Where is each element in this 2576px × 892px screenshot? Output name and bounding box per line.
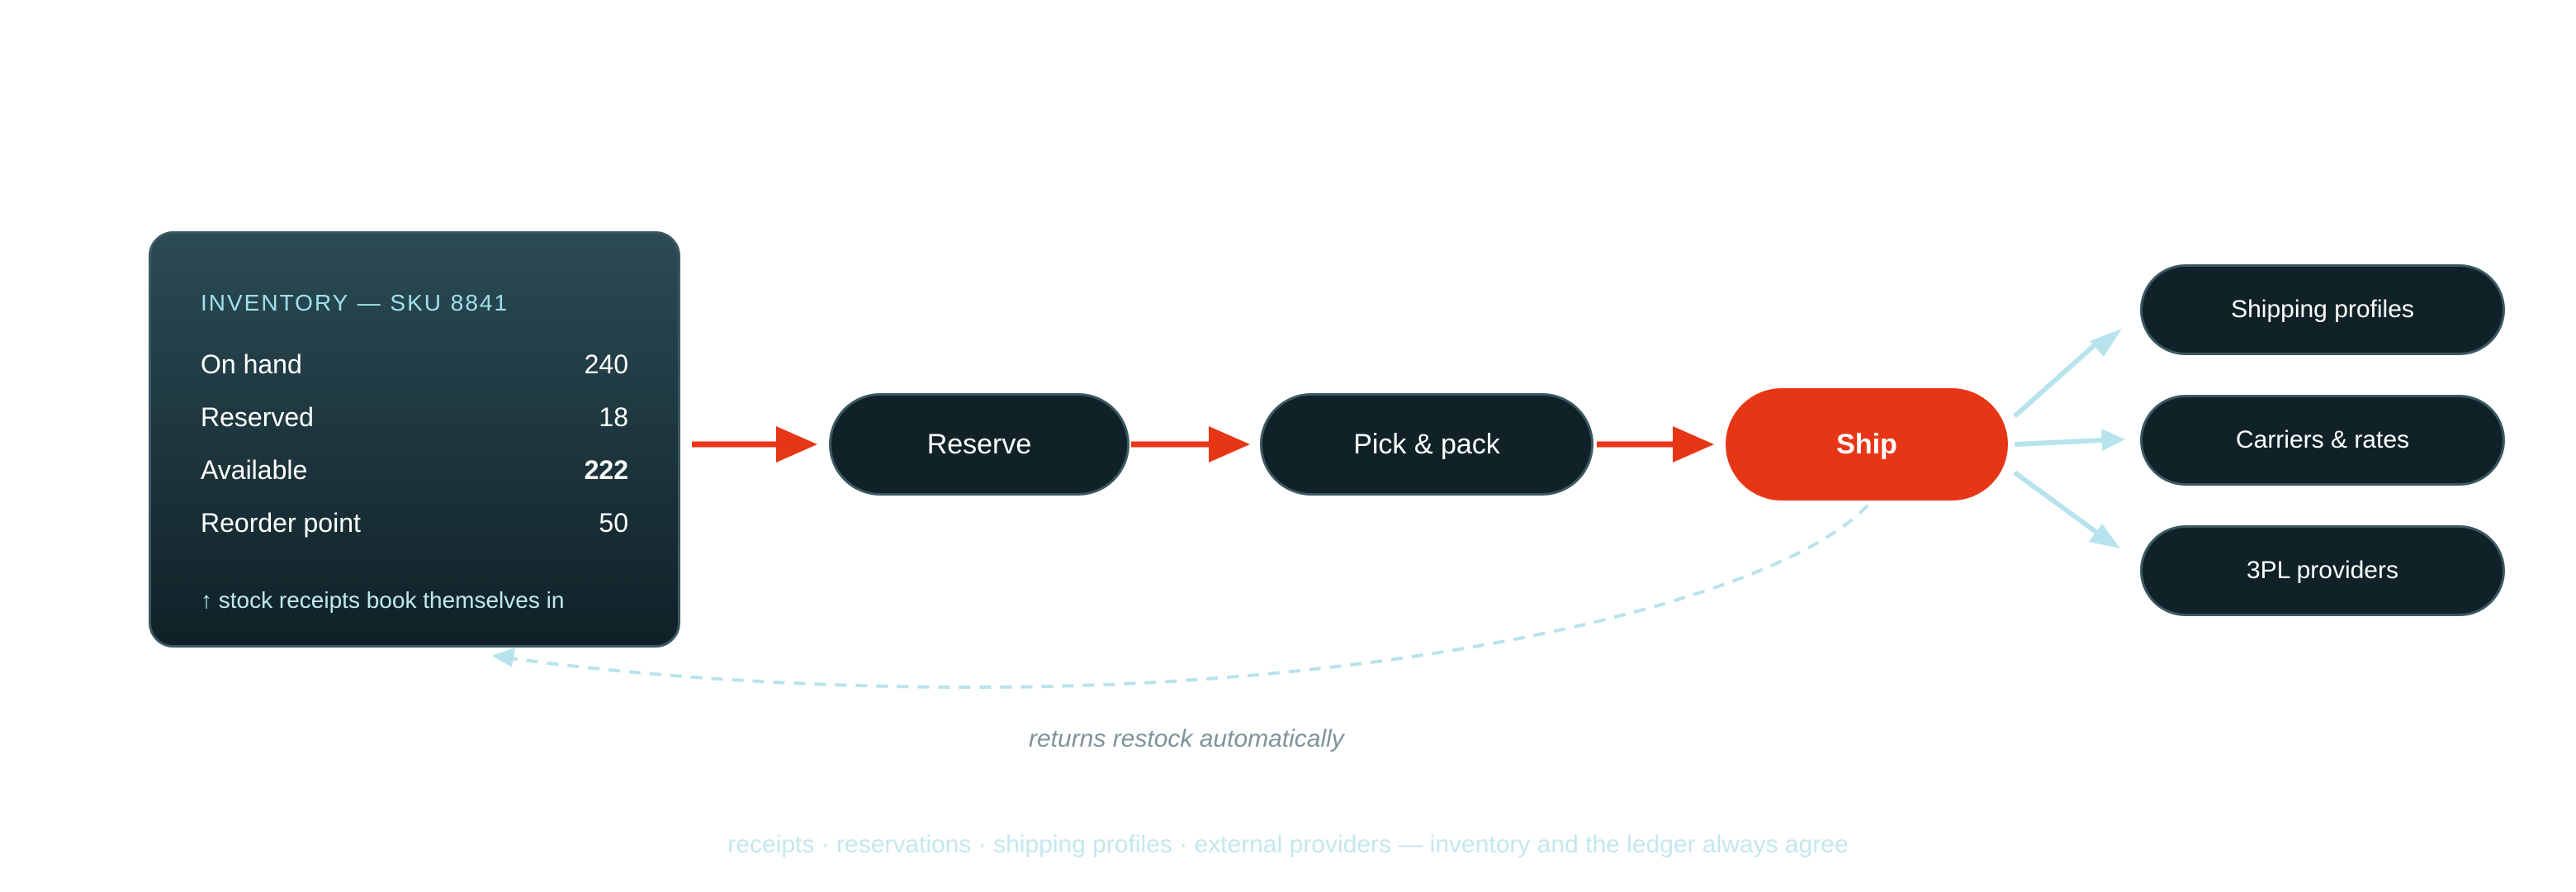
provider-shipping-profiles: Shipping profiles [2140,264,2505,355]
provider-carriers-rates: Carriers & rates [2140,395,2505,486]
step-pick-and-pack: Pick & pack [1260,393,1593,496]
metric-value: 50 [599,507,628,538]
metric-row-reorder-point: Reorder point 50 [201,496,628,549]
provider-3pl: 3PL providers [2140,525,2505,616]
step-ship: Ship [1726,388,2008,501]
inventory-card: INVENTORY — SKU 8841 On hand 240 Reserve… [149,231,680,648]
return-loop-path [509,504,1869,690]
arrowhead-reserve-to-pick [1209,426,1250,463]
arrowhead-ship-to-carriers [2101,429,2125,451]
arrowhead-ship-to-3pl [2089,524,2120,548]
arrow-ship-to-3pl [2013,470,2099,535]
arrowhead-inventory-to-reserve [776,426,817,463]
return-loop-arrowhead [492,648,515,667]
footer-tagline: receipts · reservations · shipping profi… [727,831,1849,858]
return-caption: returns restock automatically [1029,725,1344,752]
inventory-note: ↑ stock receipts book themselves in [201,587,565,613]
metric-row-available: Available 222 [201,444,628,496]
arrow-ship-to-shipping-profiles [2013,340,2099,419]
metric-row-reserved: Reserved 18 [201,391,628,444]
metric-label: On hand [201,349,302,379]
metric-label: Available [201,454,308,485]
arrowhead-ship-to-shipping-profiles [2090,329,2122,357]
metric-label: Reserved [201,401,314,432]
metric-value: 222 [584,454,628,485]
step-reserve: Reserve [829,393,1129,496]
arrowhead-pick-to-ship [1673,426,1714,463]
metric-value: 18 [599,401,628,432]
metric-value: 240 [584,349,628,379]
metric-label: Reorder point [201,507,361,538]
inventory-title: INVENTORY — SKU 8841 [201,290,509,316]
metric-row-on-hand: On hand 240 [201,338,628,391]
arrow-ship-to-carriers [2014,438,2103,447]
